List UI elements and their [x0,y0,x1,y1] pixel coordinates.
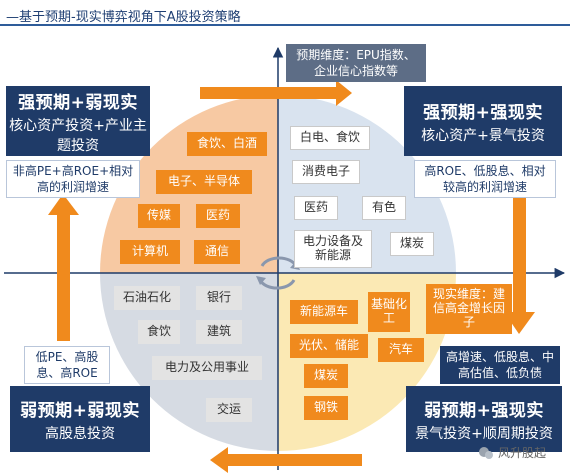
sector-chip: 光伏、储能 [290,334,368,358]
quadrant-bottom-right-strategy: 景气投资+顺周期投资 [415,425,553,442]
horizontal-axis-label: 现实维度：建信高金增长因子 [426,284,512,334]
quadrant-top-left-condition: 非高PE+高ROE+相对高的利润增速 [6,160,140,199]
sector-chip: 石油石化 [114,286,180,310]
sector-chip: 汽车 [378,338,424,362]
sector-chip: 通信 [194,240,240,264]
quadrant-bottom-right-condition: 高增速、低股息、中高估值、低负债 [440,346,560,385]
sector-chip: 有色 [362,196,406,220]
quadrant-bottom-left-strategy: 高股息投资 [45,425,115,442]
watermark: 风升股起 [478,444,546,461]
quadrant-top-left-strategy: 核心资产投资+产业主题投资 [9,117,147,154]
quadrant-top-right-strategy: 核心资产+景气投资 [421,127,545,144]
quadrant-top-right-condition: 高ROE、低股息、相对较高的利润增速 [414,160,556,199]
sector-chip: 食饮、白酒 [187,132,267,156]
quadrant-top-right-box: 强预期+强现实 核心资产+景气投资 [404,86,562,156]
sector-chip: 煤炭 [390,232,434,256]
sector-chip: 医药 [294,196,338,220]
cycle-arrow-bottom [210,447,362,473]
quadrant-bottom-left-heading: 弱预期+弱现实 [20,400,140,421]
sector-chip: 钢铁 [304,396,348,420]
sector-chip: 计算机 [120,240,180,264]
sector-chip: 电子、半导体 [156,170,252,194]
quadrant-bottom-right-heading: 弱预期+强现实 [424,400,544,421]
quadrant-bottom-left-condition: 低PE、高股息、高ROE [24,346,110,385]
sector-chip: 建筑 [196,320,242,344]
sector-chip: 传媒 [138,204,180,228]
quadrant-bottom-left-box: 弱预期+弱现实 高股息投资 [10,386,150,452]
quadrant-top-left-heading: 强预期+弱现实 [18,92,138,113]
vertical-axis-label: 预期维度：EPU指数、企业信心指数等 [286,44,426,83]
sector-chip: 基础化工 [368,292,410,332]
sector-chip: 交运 [206,398,252,422]
wechat-icon [479,446,493,459]
page-title: —基于预期-现实博弈视角下A股投资策略 [6,10,241,25]
quadrant-top-left-box: 强预期+弱现实 核心资产投资+产业主题投资 [6,86,150,156]
cycle-arrow-left [48,194,79,341]
sector-chip: 白电、食饮 [290,126,370,150]
sector-chip: 煤炭 [304,364,348,388]
sector-chip: 电力及公用事业 [152,356,262,380]
sector-chip: 电力设备及新能源 [294,230,372,268]
sector-chip: 食饮 [138,320,180,344]
quadrant-bottom-right-box: 弱预期+强现实 景气投资+顺周期投资 [406,386,562,452]
quadrant-top-right-heading: 强预期+强现实 [423,102,543,123]
sector-chip: 医药 [196,204,240,228]
cycle-arrow-top [200,80,352,106]
sector-chip: 新能源车 [290,300,358,324]
title-underline [0,24,570,26]
cycle-icon [258,256,298,290]
watermark-text: 风升股起 [498,446,547,460]
sector-chip: 银行 [196,286,242,310]
sector-chip: 消费电子 [292,160,360,184]
